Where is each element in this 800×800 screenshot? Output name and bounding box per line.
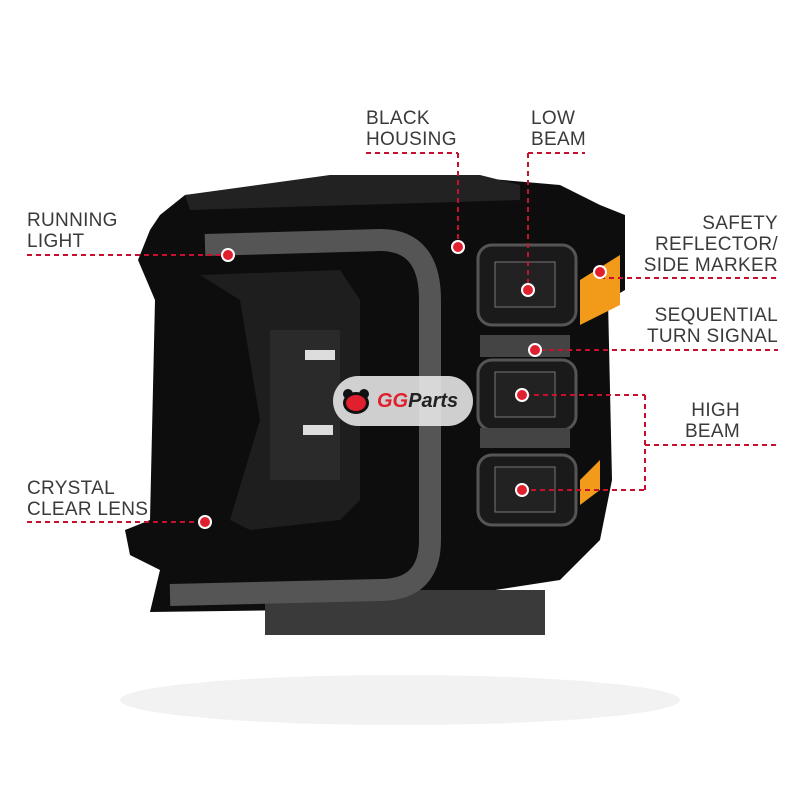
callout-lines [27, 152, 778, 523]
turn-signal-strip [480, 335, 570, 357]
shadow [120, 675, 680, 725]
logo-text-parts: Parts [408, 389, 459, 412]
fog-projector [476, 453, 578, 527]
callout-dots [198, 240, 607, 529]
mascot-icon [343, 389, 369, 414]
side-marker-amber [580, 255, 620, 325]
brand-logo: GGParts [333, 376, 473, 426]
logo-text-gg: GG [377, 389, 409, 412]
